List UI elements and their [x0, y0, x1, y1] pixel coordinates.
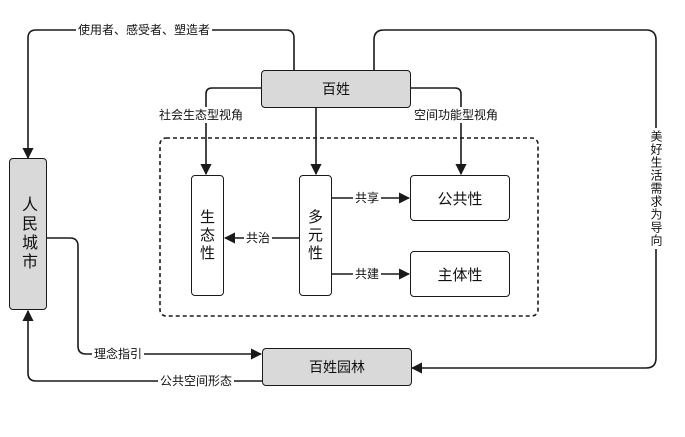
node-gonggongxing: 公共性	[410, 175, 510, 221]
node-baixing: 百姓	[261, 70, 411, 108]
dashed-group-frame	[159, 137, 539, 317]
node-baixing-yuanlin: 百姓园林	[262, 348, 412, 386]
label-social-view: 社会生态型视角	[157, 107, 246, 123]
node-shengtaixing: 生态性	[191, 175, 224, 296]
edge-baixing-right-loop	[373, 29, 657, 374]
edge-baixing-to-renmin-chengshi	[22, 29, 295, 160]
label-linian: 理念指引	[92, 346, 145, 362]
edge-renmin-to-baixing-yuanlin	[47, 237, 263, 360]
node-duoyuanxing: 多元性	[299, 175, 332, 296]
edge-baixing-to-gonggongxing	[410, 87, 467, 176]
label-meihao: 美好生活需求为导向	[649, 128, 663, 249]
node-zhutixing: 主体性	[410, 251, 510, 297]
edge-baixing-to-shengtaixing	[200, 87, 262, 176]
label-users: 使用者、感受者、塑造者	[76, 22, 213, 38]
edge-baixing-yuanlin-to-renmin	[22, 309, 262, 382]
label-gongxiang: 共享	[353, 190, 382, 206]
node-renmin-chengshi: 人民城市	[9, 158, 47, 310]
label-gongzhi: 共治	[244, 230, 273, 246]
label-space-view: 空间功能型视角	[412, 107, 501, 123]
label-gongjian: 共建	[353, 266, 382, 282]
label-gonggong-kongjian: 公共空间形态	[158, 373, 235, 389]
